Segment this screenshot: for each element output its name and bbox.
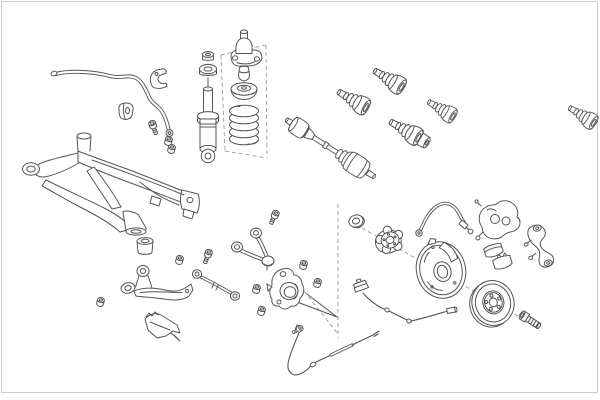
- bolt: [147, 118, 160, 137]
- strut-mount: [230, 29, 263, 67]
- bump-stop: [238, 65, 250, 82]
- cv-boot-kit: [423, 93, 460, 126]
- brake-disc: [469, 280, 515, 328]
- coil-spring: [229, 104, 259, 146]
- stabilizer-bar: [50, 69, 174, 137]
- page-border: [1, 1, 598, 393]
- brake-pads: [483, 243, 513, 270]
- subframe-bushing: [136, 237, 154, 255]
- rear-subframe: [22, 132, 200, 236]
- caliper-carrier: [523, 224, 555, 268]
- shock-top-nut: [202, 51, 214, 61]
- cv-boot-kit: [384, 112, 431, 149]
- drive-shaft: [284, 116, 377, 180]
- guard-bracket: [144, 311, 181, 342]
- wheel-hub: [374, 225, 404, 254]
- cv-boot-kit: [368, 61, 410, 97]
- shaft-seal: [348, 214, 365, 229]
- nut: [298, 259, 309, 271]
- cv-boot-kit: [564, 99, 600, 132]
- nut: [256, 305, 267, 317]
- shock-absorber: [197, 77, 219, 164]
- spring-seat: [230, 82, 258, 100]
- wheel-knuckle: [266, 267, 305, 310]
- bolt: [201, 247, 214, 266]
- brake-caliper: [474, 199, 521, 241]
- bolt: [267, 208, 281, 226]
- nut: [95, 296, 106, 308]
- nut: [251, 283, 262, 295]
- stabilizer-bar-bushing: [118, 102, 134, 120]
- brake-hose: [415, 201, 474, 237]
- shock-top-washer: [199, 63, 217, 76]
- stabilizer-bar-clamp: [149, 68, 168, 89]
- lower-control-arm: [120, 265, 194, 301]
- brake-backing-plate: [415, 238, 467, 299]
- abs-sensor-cable: [353, 278, 458, 324]
- handbrake-cable: [287, 324, 380, 376]
- track-rod: [191, 269, 241, 301]
- nut: [174, 254, 185, 266]
- wheel-bolt: [518, 310, 542, 329]
- nut: [312, 277, 323, 289]
- upper-control-arm: [231, 227, 275, 271]
- cv-boot-kit: [332, 82, 374, 118]
